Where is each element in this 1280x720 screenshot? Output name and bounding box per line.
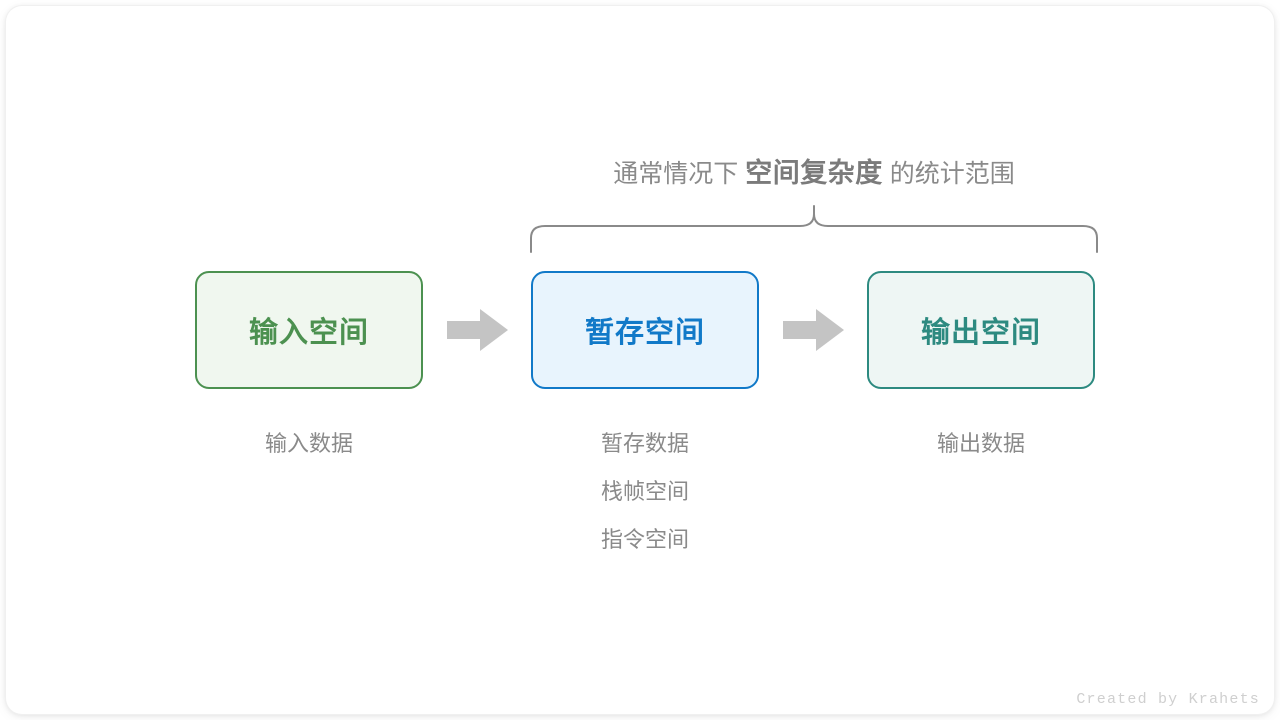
caption-line: 输出数据 bbox=[936, 431, 1025, 456]
box-temp-space-label: 暂存空间 bbox=[584, 317, 705, 349]
curly-brace-icon bbox=[530, 205, 1098, 253]
box-temp-space[interactable]: 暂存空间 bbox=[531, 271, 759, 389]
brace-caption-suffix: 的统计范围 bbox=[889, 160, 1015, 188]
caption-line: 栈帧空间 bbox=[600, 479, 689, 504]
caption-line: 暂存数据 bbox=[600, 431, 689, 456]
caption-line: 指令空间 bbox=[600, 527, 689, 552]
box-output-space-label: 输出空间 bbox=[920, 317, 1041, 349]
brace-caption: 通常情况下空间复杂度的统计范围 bbox=[526, 154, 1102, 193]
diagram-stage: 通常情况下空间复杂度的统计范围 输入空间 暂存空间 输出空间 输入数据 暂存数据 bbox=[6, 6, 1274, 714]
brace-caption-emphasis: 空间复杂度 bbox=[745, 158, 883, 188]
caption-column-temp: 暂存数据 栈帧空间 指令空间 bbox=[531, 420, 759, 564]
credit-text: Created by Krahets bbox=[1076, 691, 1260, 708]
brace-caption-prefix: 通常情况下 bbox=[613, 160, 739, 188]
diagram-card: 通常情况下空间复杂度的统计范围 输入空间 暂存空间 输出空间 输入数据 暂存数据 bbox=[6, 6, 1274, 714]
box-output-space[interactable]: 输出空间 bbox=[867, 271, 1095, 389]
box-input-space-label: 输入空间 bbox=[248, 317, 369, 349]
box-input-space[interactable]: 输入空间 bbox=[195, 271, 423, 389]
arrow-right-icon bbox=[783, 309, 844, 351]
caption-column-input: 输入数据 bbox=[195, 420, 423, 468]
caption-column-output: 输出数据 bbox=[867, 420, 1095, 468]
arrow-right-icon bbox=[447, 309, 508, 351]
caption-line: 输入数据 bbox=[264, 431, 353, 456]
